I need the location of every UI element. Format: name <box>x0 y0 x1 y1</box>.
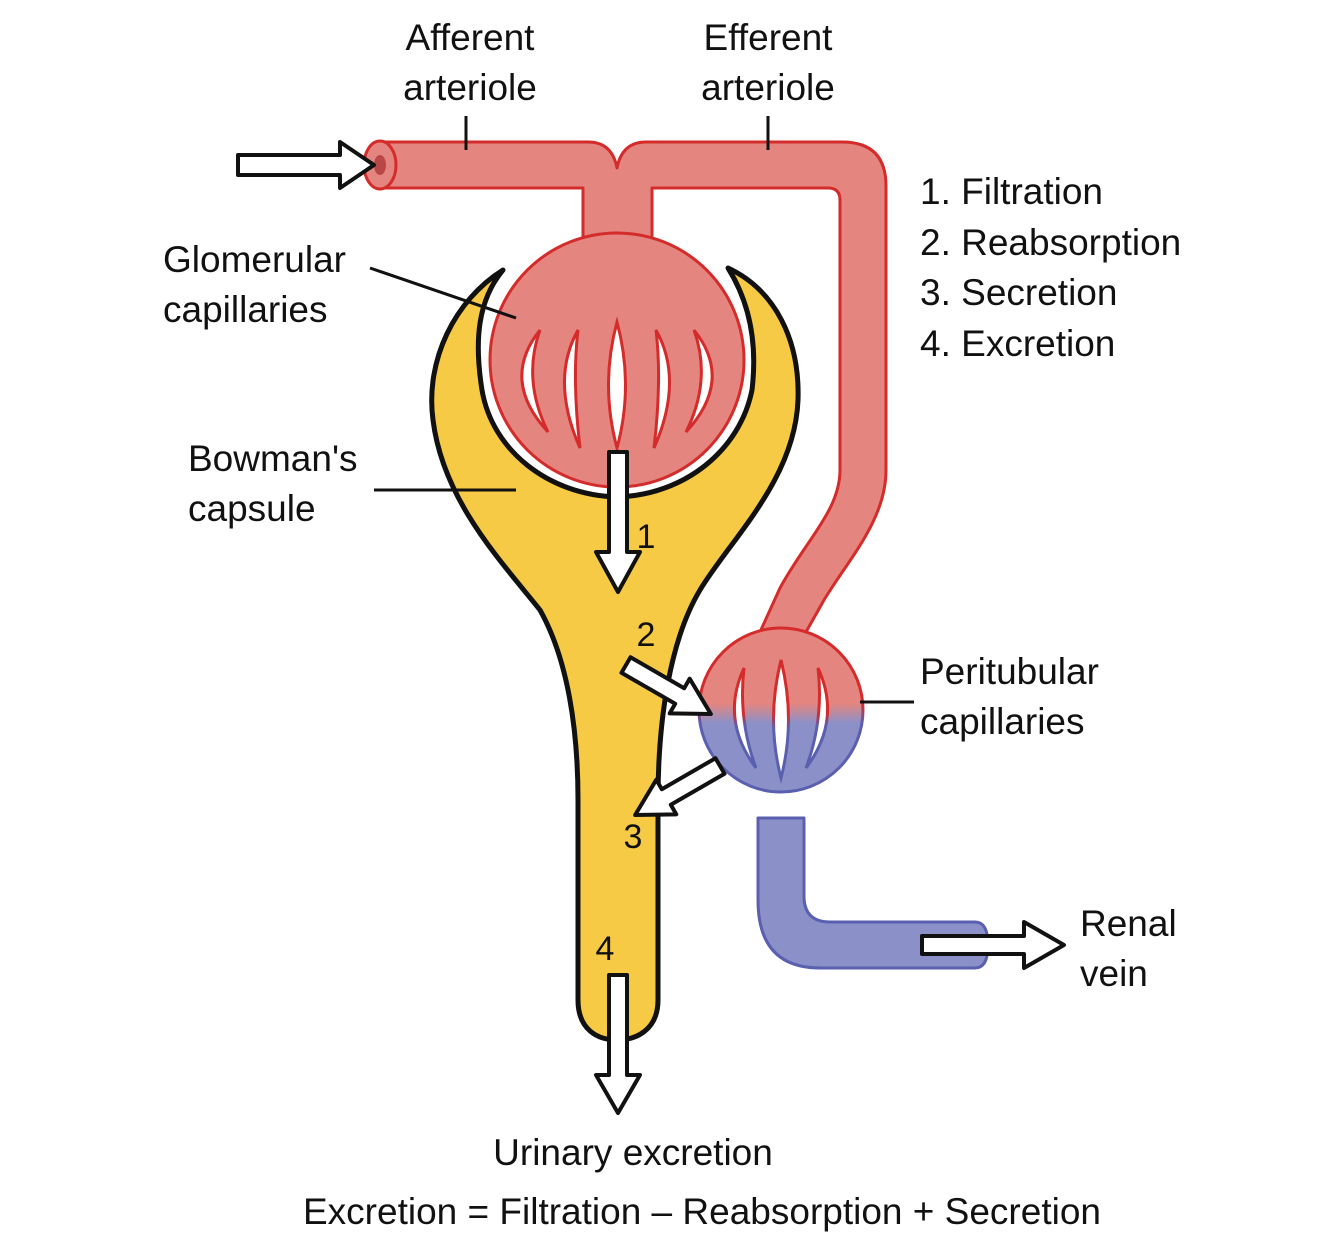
reabsorption-arrow <box>619 655 713 716</box>
renal-vein-label: vein <box>1080 953 1148 994</box>
inflow-arrow <box>236 140 376 190</box>
peritubular-label: capillaries <box>920 701 1085 742</box>
peritubular-label: Peritubular <box>920 651 1099 692</box>
step-number: 3 <box>624 818 643 856</box>
peritubular-loop <box>732 667 758 769</box>
afferent-label: arteriole <box>403 67 537 108</box>
step-number: 4 <box>596 930 615 968</box>
step-number: 1 <box>637 518 656 556</box>
bowman-label: Bowman's <box>188 438 358 479</box>
excretion-arrow <box>594 973 642 1115</box>
filtration-arrow <box>594 450 642 594</box>
glomerular-loop <box>652 329 671 449</box>
legend-item: 4. Excretion <box>920 323 1115 364</box>
legend-item: 3. Secretion <box>920 272 1117 313</box>
efferent-label: arteriole <box>701 67 835 108</box>
glomerular-label: Glomerular <box>163 239 346 280</box>
legend-item: 2. Reabsorption <box>920 222 1181 263</box>
efferent-label: Efferent <box>704 17 834 58</box>
secretion-arrow <box>633 756 727 817</box>
step-number: 2 <box>637 616 656 654</box>
excretion-equation: Excretion = Filtration – Reabsorption + … <box>303 1191 1101 1232</box>
glomerular-loop <box>563 329 582 449</box>
glomerular-label: capillaries <box>163 289 328 330</box>
glomerular-loop <box>684 329 714 434</box>
bowman-label: capsule <box>188 488 316 529</box>
renal-vein-label: Renal <box>1080 903 1177 944</box>
glomerular-loop <box>607 316 627 454</box>
legend-item: 1. Filtration <box>920 171 1103 212</box>
peritubular-loop <box>772 659 790 784</box>
afferent-lumen <box>374 155 386 175</box>
urinary-excretion-label: Urinary excretion <box>493 1132 773 1173</box>
outflow-arrow <box>920 920 1066 970</box>
afferent-label: Afferent <box>406 17 536 58</box>
glomerular-leader <box>369 266 517 320</box>
peritubular-loop <box>804 667 830 769</box>
glomerular-loop <box>520 329 550 434</box>
